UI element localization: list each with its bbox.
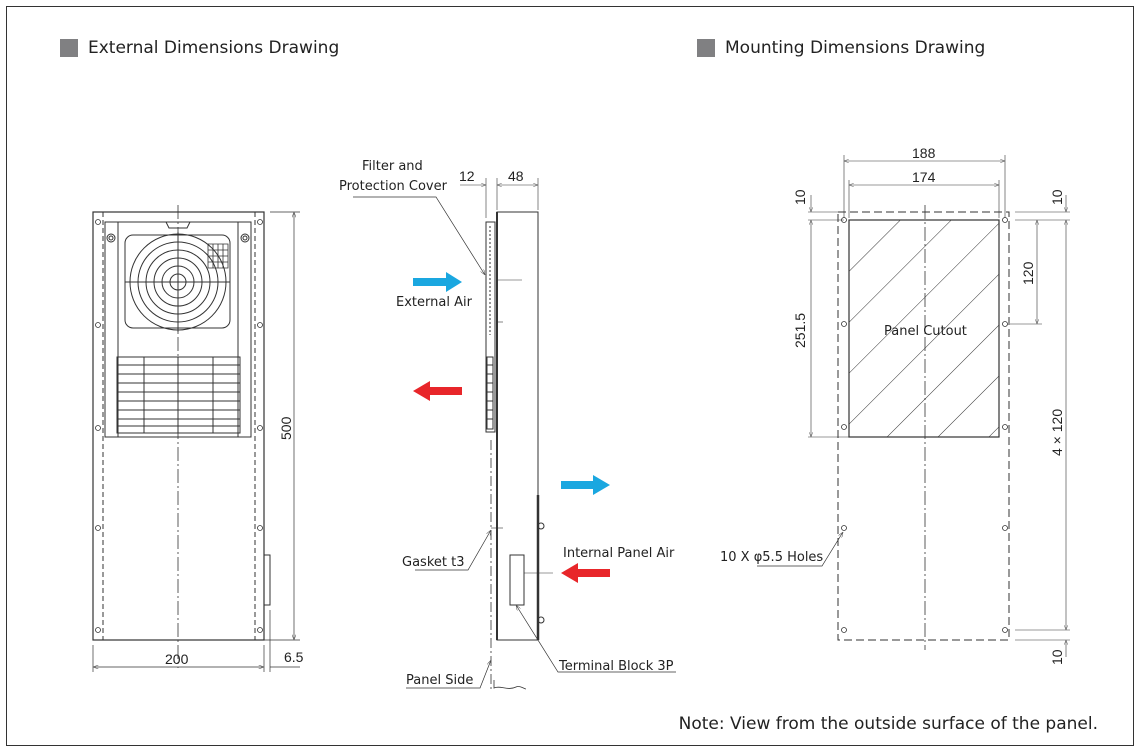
dim-depth: 48 (508, 168, 524, 184)
dim-total-pitch: 4 × 120 (1049, 409, 1065, 456)
arrow-internal-out-icon (561, 475, 610, 495)
label-filter-line1: Filter and (362, 159, 423, 174)
front-view (92, 205, 300, 672)
dim-bottom-offset: 10 (1049, 649, 1065, 665)
mounting-outline (837, 211, 1010, 641)
footnote: Note: View from the outside surface of t… (678, 714, 1098, 734)
section-marker-icon (697, 39, 715, 57)
dim-cutout-height: 251.5 (792, 313, 808, 348)
dim-top-left-offset: 10 (792, 189, 808, 205)
terminal-block-front (263, 554, 271, 606)
label-external-air: External Air (396, 295, 473, 310)
louver-grille (116, 356, 241, 434)
dim-top-right-offset: 10 (1049, 189, 1065, 205)
arrow-external-in-icon (413, 272, 462, 292)
arrow-internal-in-icon (561, 563, 610, 583)
section-marker-icon (60, 39, 78, 57)
side-louvers (486, 356, 494, 430)
side-view (353, 178, 676, 690)
dim-outer-width: 188 (912, 145, 936, 161)
drawing-frame (6, 6, 1134, 746)
panel-cutout-area (848, 219, 1000, 438)
label-holes: 10 X φ5.5 Holes (720, 550, 823, 565)
label-gasket: Gasket t3 (402, 555, 464, 570)
panel-side-leader (406, 660, 492, 689)
filter-cover (485, 221, 496, 433)
mounting-holes (841, 217, 1008, 633)
label-terminal: Terminal Block 3P (558, 659, 674, 674)
front-outer-frame (92, 211, 265, 641)
label-filter-line2: Protection Cover (339, 179, 448, 194)
dim-cutout-width: 174 (912, 169, 936, 185)
side-screw (537, 522, 545, 530)
label-panel-cutout: Panel Cutout (884, 324, 967, 339)
external-title-text: External Dimensions Drawing (88, 38, 340, 58)
mounting-section-title: Mounting Dimensions Drawing (697, 38, 985, 58)
dim-hole-pitch: 120 (1020, 261, 1036, 285)
dim-front-height: 500 (278, 416, 294, 440)
label-panel-side: Panel Side (406, 673, 473, 688)
dim-cover: 12 (459, 168, 475, 184)
mounting-title-text: Mounting Dimensions Drawing (725, 38, 986, 58)
filter-leader (353, 196, 485, 275)
gasket-leader (415, 530, 491, 571)
terminal-block (509, 554, 525, 606)
mounting-view (757, 155, 1070, 657)
side-screw (537, 616, 545, 624)
mounting-holes (95, 219, 263, 633)
dim-front-offset: 6.5 (284, 649, 304, 665)
external-section-title: External Dimensions Drawing (60, 38, 339, 58)
side-body (496, 211, 539, 641)
holes-leader (757, 532, 843, 567)
terminal-leader (516, 605, 676, 673)
top-connector (165, 221, 191, 229)
dim-front-width: 200 (165, 651, 189, 667)
arrow-external-out-icon (413, 381, 462, 401)
label-internal-air: Internal Panel Air (563, 546, 675, 561)
